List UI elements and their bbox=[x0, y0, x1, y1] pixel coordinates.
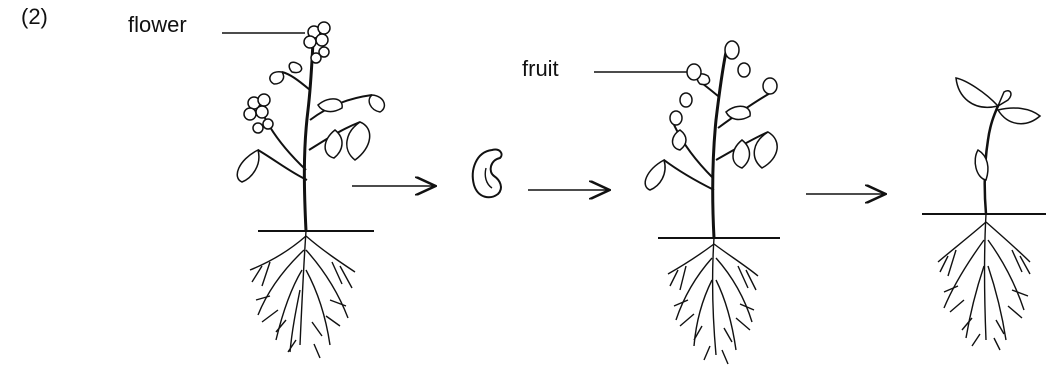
flowering-plant-icon bbox=[237, 22, 384, 358]
seed-icon bbox=[473, 150, 502, 198]
fruiting-plant-icon bbox=[645, 41, 780, 364]
seedling-icon bbox=[922, 78, 1046, 350]
